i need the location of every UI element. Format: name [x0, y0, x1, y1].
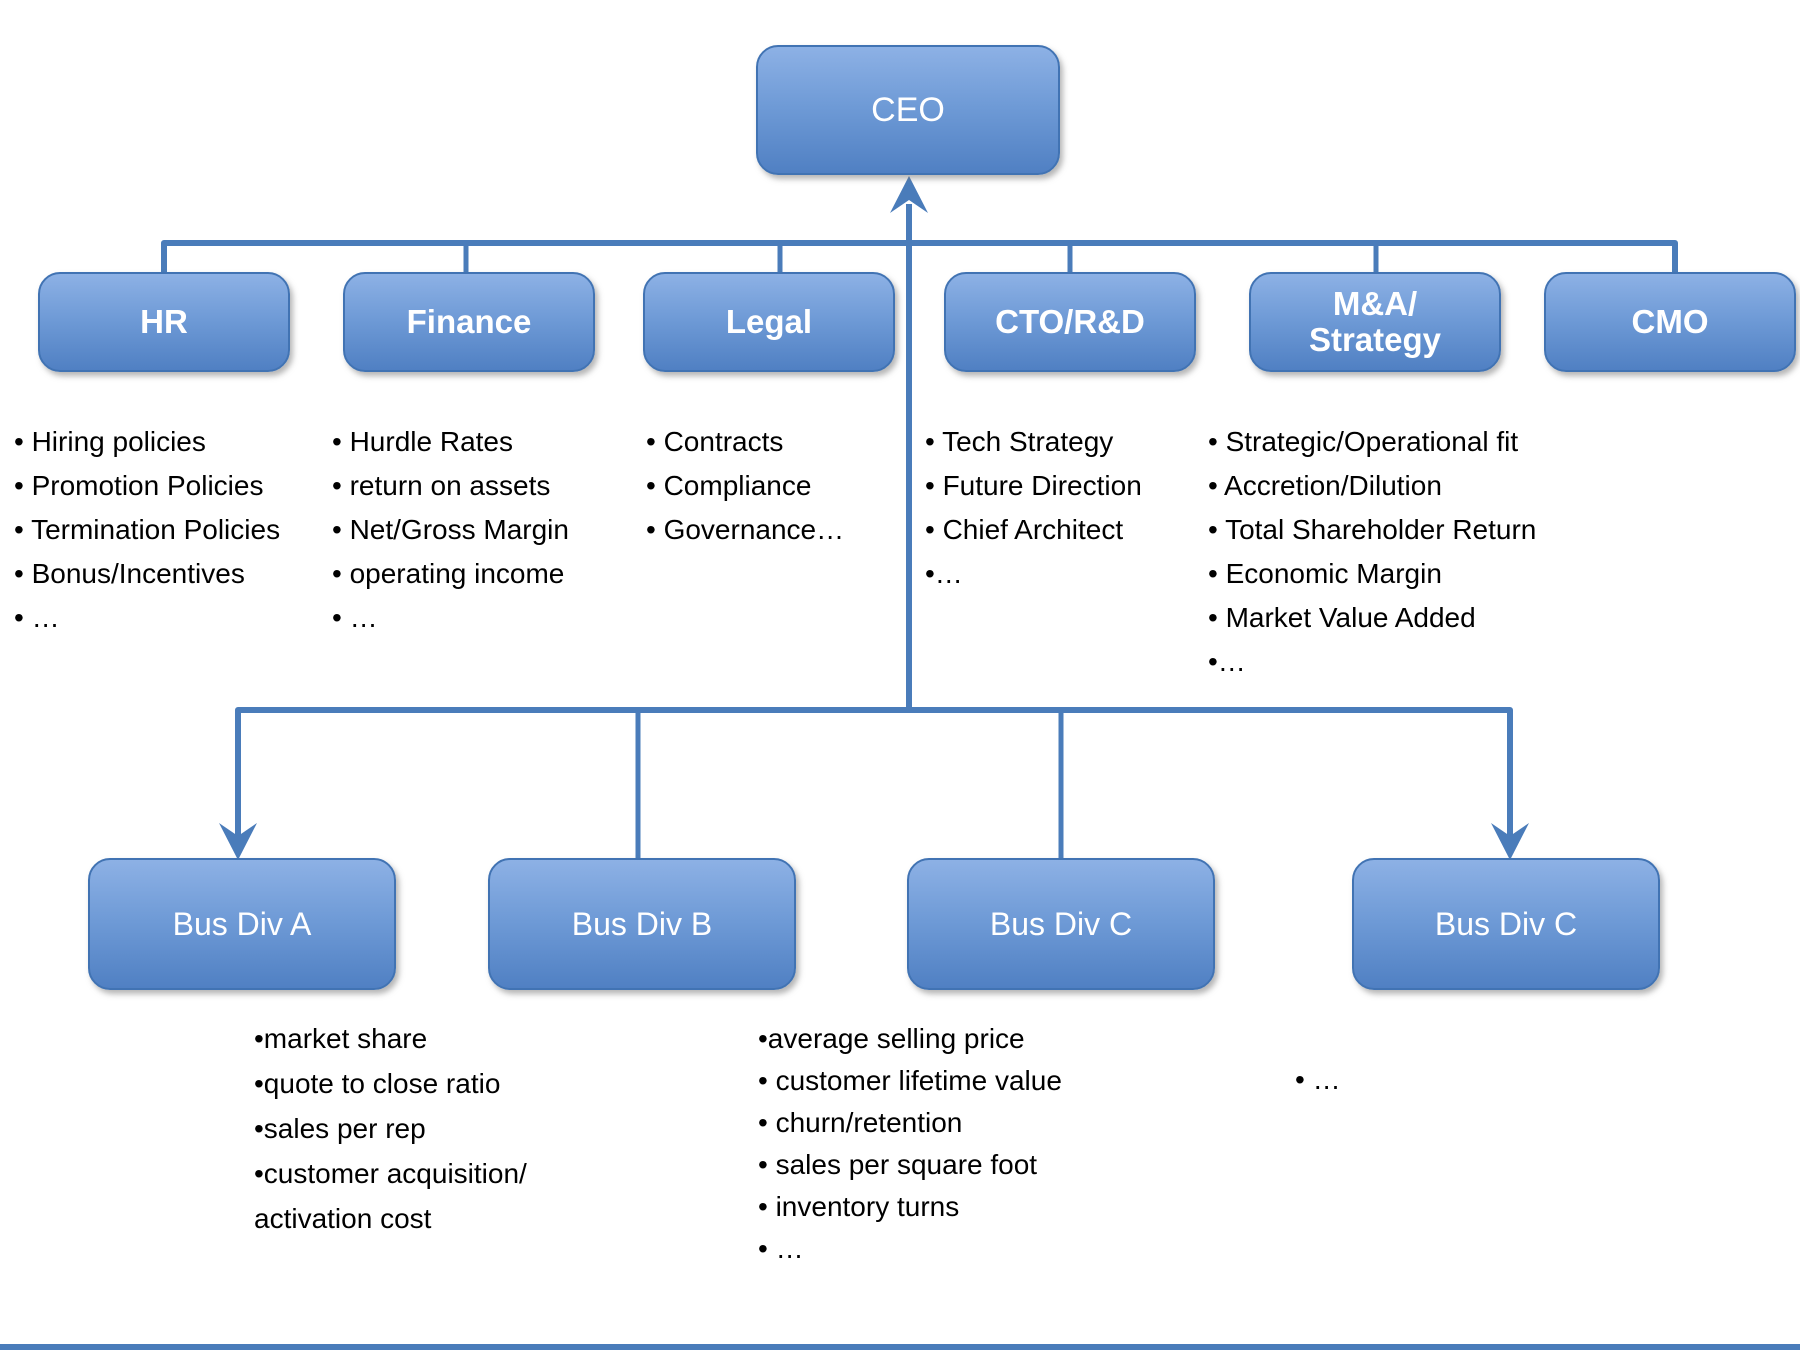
bullet-item: • Strategic/Operational fit — [1208, 426, 1519, 457]
bullet-item: • operating income — [332, 558, 565, 589]
bullet-item: • … — [758, 1233, 804, 1264]
bullet-item: • Market Value Added — [1208, 602, 1476, 633]
connector-level3-rail — [235, 707, 1513, 842]
node-legal-label: Legal — [725, 302, 813, 340]
bullet-item: • Net/Gross Margin — [332, 514, 569, 545]
bullet-item: • Compliance — [646, 470, 812, 501]
node-bus-div-a-label: Bus Div A — [172, 905, 312, 942]
bullet-item: • customer lifetime value — [758, 1065, 1062, 1096]
bullet-item: • churn/retention — [758, 1107, 963, 1138]
bullet-item: • … — [1295, 1064, 1341, 1095]
bullet-item: • inventory turns — [758, 1191, 960, 1222]
bullet-list-ma-strategy: • Strategic/Operational fit • Accretion/D… — [1208, 420, 1536, 684]
bullet-list-bus-div-c: • … — [1295, 1058, 1341, 1102]
bullet-item: • Tech Strategy — [925, 426, 1114, 457]
arrowhead-up-ceo — [890, 176, 928, 213]
bullet-item: • return on assets — [332, 470, 551, 501]
node-bus-div-c-right-label: Bus Div C — [1434, 905, 1578, 942]
bottom-edge-line — [0, 1344, 1800, 1350]
bullet-list-hr: • Hiring policies • Promotion Policies • T… — [14, 420, 280, 640]
node-ceo-label: CEO — [871, 90, 945, 129]
bullet-item: • sales per square foot — [758, 1149, 1038, 1180]
bullet-item: •sales per rep — [254, 1113, 426, 1144]
bullet-item: • Hurdle Rates — [332, 426, 513, 457]
node-bus-div-b-label: Bus Div B — [571, 905, 713, 942]
node-ceo: CEO — [756, 45, 1060, 175]
node-ma-label-line1: M&A/ — [1332, 284, 1418, 322]
bullet-item: • … — [14, 602, 60, 633]
node-ma-strategy: M&A/ Strategy — [1249, 272, 1501, 372]
node-bus-div-c-right: Bus Div C — [1352, 858, 1660, 990]
bullet-item: • Future Direction — [925, 470, 1142, 501]
node-bus-div-b: Bus Div B — [488, 858, 796, 990]
bullet-item: • Governance… — [646, 514, 845, 545]
bullet-item: • Promotion Policies — [14, 470, 264, 501]
bullet-item: • Total Shareholder Return — [1208, 514, 1537, 545]
bullet-item: • … — [332, 602, 378, 633]
node-finance: Finance — [343, 272, 595, 372]
bullet-item: • Bonus/Incentives — [14, 558, 245, 589]
node-cmo: CMO — [1544, 272, 1796, 372]
bullet-item: •customer acquisition/ — [254, 1158, 527, 1189]
bullet-item: •average selling price — [758, 1023, 1025, 1054]
node-ma-strategy-label: M&A/ Strategy — [1308, 284, 1442, 359]
bullet-item: •… — [1208, 646, 1246, 677]
bullet-list-finance: • Hurdle Rates • return on assets • Net/Gr… — [332, 420, 569, 640]
bullet-item: activation cost — [254, 1203, 432, 1234]
node-finance-label: Finance — [406, 302, 532, 340]
bullet-item: • Accretion/Dilution — [1208, 470, 1442, 501]
bullet-item: • Economic Margin — [1208, 558, 1442, 589]
bullet-item: •market share — [254, 1023, 428, 1054]
node-bus-div-c-left-label: Bus Div C — [989, 905, 1133, 942]
bullet-item: • Termination Policies — [14, 514, 281, 545]
node-bus-div-c-left: Bus Div C — [907, 858, 1215, 990]
arrowhead-down-busdiva — [219, 823, 257, 860]
node-ma-label-line2: Strategy — [1308, 321, 1442, 358]
node-cto-rd-label: CTO/R&D — [995, 302, 1145, 340]
connector-level2-rail — [161, 240, 1678, 274]
bullet-list-bus-div-b: •average selling price • customer lifetim… — [758, 1018, 1062, 1270]
node-hr-label: HR — [140, 302, 188, 340]
bullet-item: •… — [925, 558, 963, 589]
node-legal: Legal — [643, 272, 895, 372]
node-cmo-label: CMO — [1631, 302, 1709, 340]
bullet-item: •quote to close ratio — [254, 1068, 501, 1099]
node-bus-div-a: Bus Div A — [88, 858, 396, 990]
bullet-item: • Chief Architect — [925, 514, 1124, 545]
bullet-item: • Hiring policies — [14, 426, 206, 457]
arrowhead-down-busdivc2 — [1491, 823, 1529, 860]
bullet-list-cto-rd: • Tech Strategy • Future Direction • Chief… — [925, 420, 1142, 596]
bullet-list-legal: • Contracts • Compliance • Governance… — [646, 420, 844, 552]
bullet-list-bus-div-a: •market share •quote to close ratio •sales… — [254, 1016, 527, 1241]
bullet-item: • Contracts — [646, 426, 784, 457]
node-cto-rd: CTO/R&D — [944, 272, 1196, 372]
node-hr: HR — [38, 272, 290, 372]
